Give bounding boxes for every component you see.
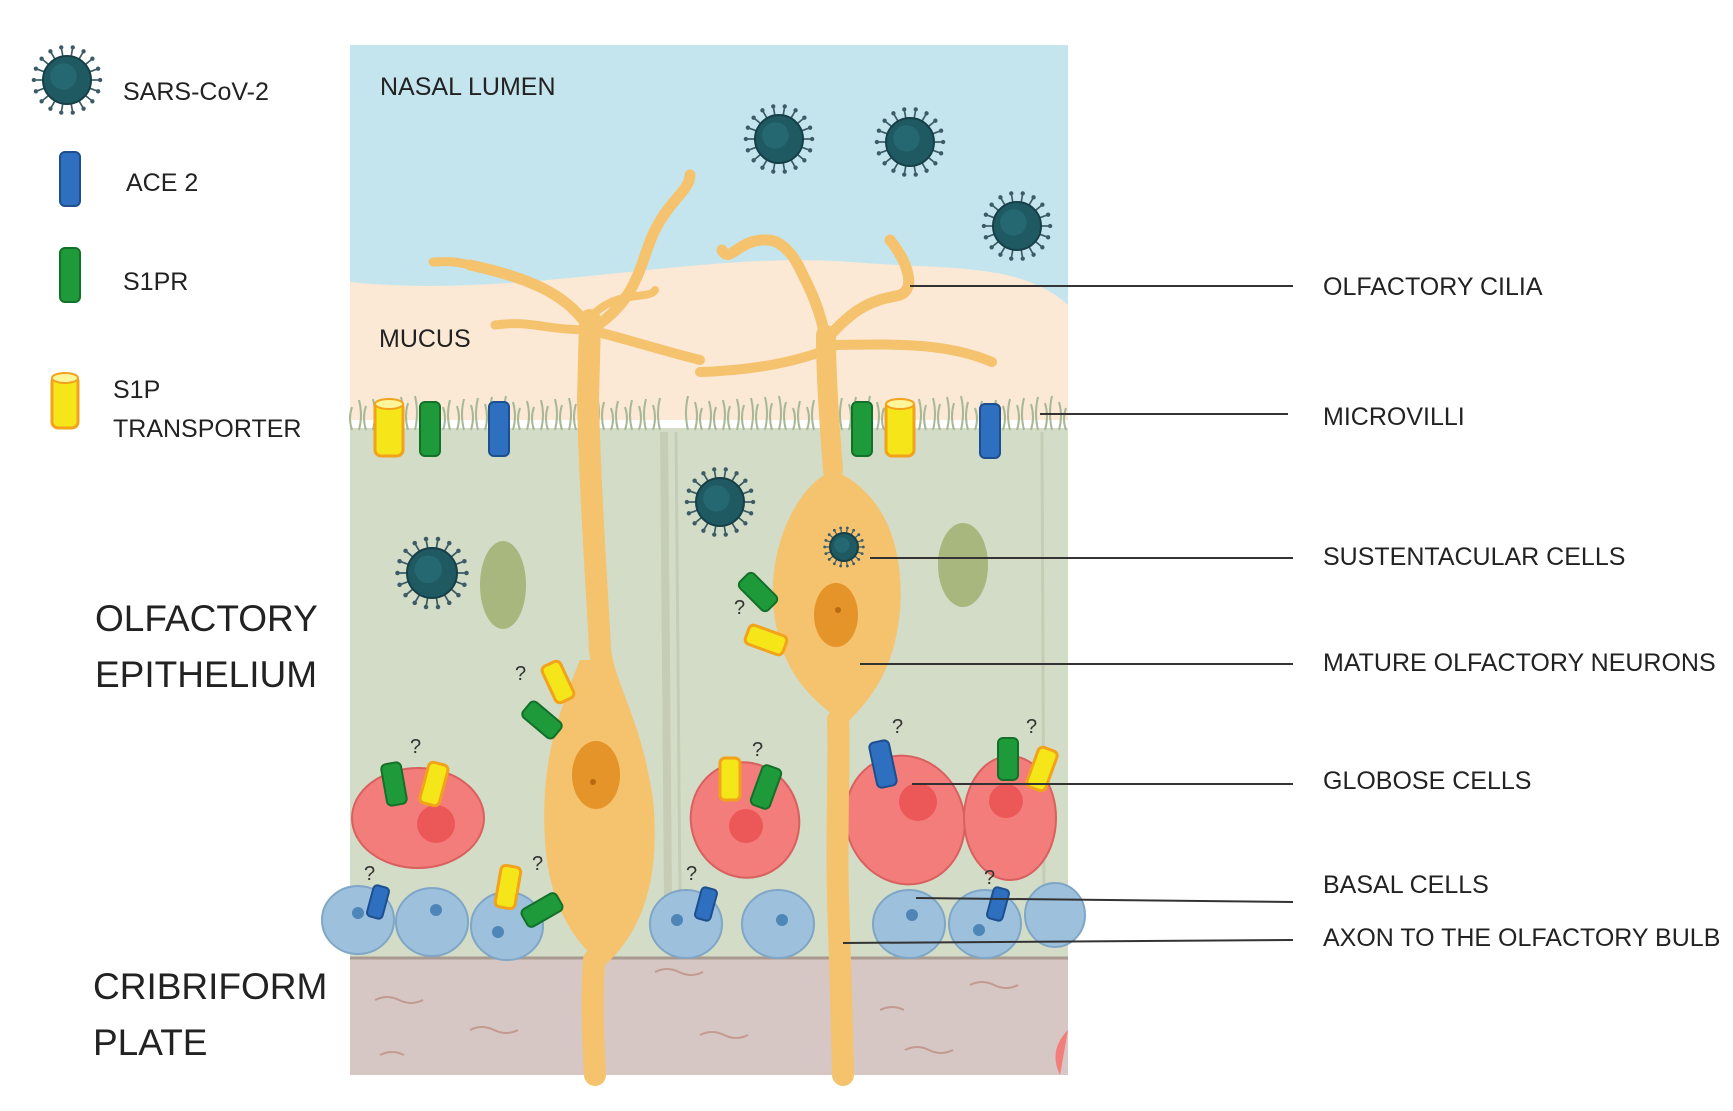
s1pr-icon <box>749 764 783 810</box>
question-mark: ? <box>892 716 903 738</box>
neuron-left-nucleus <box>572 741 620 809</box>
question-mark: ? <box>1026 716 1037 738</box>
s1p-transporter-icon <box>1025 745 1059 793</box>
s1pr-icon <box>997 737 1019 781</box>
legend-label-transporter: TRANSPORTER <box>113 415 301 443</box>
question-mark: ? <box>734 597 745 619</box>
neuron-left-soma <box>544 660 648 960</box>
ace2-icon <box>694 886 718 922</box>
s1pr-icon <box>521 700 563 740</box>
s1p-transporter-icon <box>50 372 80 430</box>
s1p-transporter-icon <box>540 659 576 705</box>
callout-line-basal <box>915 897 1294 903</box>
sars-cov-2-icon <box>684 467 756 537</box>
cribriform-plate-region <box>350 958 1068 1075</box>
basal-cell <box>872 889 946 959</box>
s1pr-icon <box>737 571 779 613</box>
sustentacular-nucleus-right <box>938 523 988 607</box>
plate-label-line2: PLATE <box>93 1022 207 1063</box>
s1p-transporter-icon <box>884 398 916 458</box>
ace2-icon <box>59 151 81 207</box>
legend: SARS-CoV-2 ACE 2 S1PR S1P TRANSPORTER <box>31 45 301 443</box>
plate-label-line1: CRIBRIFORM <box>93 966 327 1007</box>
legend-label-virus: SARS-CoV-2 <box>123 78 269 106</box>
neuron-right-nucleus <box>814 583 858 647</box>
callout-lines <box>842 285 1294 944</box>
s1pr-icon <box>59 247 81 303</box>
s1p-transporter-icon <box>718 756 742 802</box>
ace2-icon <box>868 739 898 789</box>
s1p-transporter-icon <box>493 863 523 911</box>
question-mark: ? <box>532 853 543 875</box>
callout-label-cilia: OLFACTORY CILIA <box>1323 273 1543 301</box>
legend-virus-icon <box>31 45 103 115</box>
callout-label-axon: AXON TO THE OLFACTORY BULB <box>1323 924 1720 952</box>
nasal-lumen-label: NASAL LUMEN <box>380 73 556 101</box>
sars-cov-2-icon <box>823 526 865 568</box>
ace2-icon <box>986 886 1010 922</box>
s1pr-icon <box>851 401 873 457</box>
callout-label-sustentacular: SUSTENTACULAR CELLS <box>1323 543 1625 571</box>
basal-cells <box>321 882 1086 961</box>
virus-particles <box>395 104 1053 610</box>
sars-cov-2-icon <box>981 191 1053 261</box>
s1p-transporter-icon <box>418 760 450 808</box>
question-mark: ? <box>364 863 375 885</box>
callout-label-basal: BASAL CELLS <box>1323 871 1489 899</box>
callout-label-globose: GLOBOSE CELLS <box>1323 767 1531 795</box>
question-mark: ? <box>515 663 526 685</box>
plate-texture <box>374 968 1019 1056</box>
s1pr-icon <box>520 892 564 928</box>
ace2-icon <box>979 403 1001 459</box>
question-mark: ? <box>752 739 763 761</box>
callout-labels: OLFACTORY CILIA MICROVILLI SUSTENTACULAR… <box>1323 273 1720 952</box>
unknown-markers: ? ? ? ? ? ? ? ? ? ? <box>364 597 1037 889</box>
basal-cell <box>1024 882 1086 948</box>
callout-line-axon <box>842 939 1294 944</box>
basal-cell <box>395 887 469 957</box>
epithelium-label-line1: OLFACTORY <box>95 598 318 639</box>
sars-cov-2-icon <box>874 107 946 177</box>
sars-cov-2-icon <box>31 45 103 115</box>
basal-cell <box>948 889 1022 959</box>
olfactory-neuron-right <box>695 234 997 1086</box>
epithelium-label-line2: EPITHELIUM <box>95 654 317 695</box>
question-mark: ? <box>410 736 421 758</box>
callout-label-microvilli: MICROVILLI <box>1323 403 1465 431</box>
s1pr-icon <box>419 401 441 457</box>
legend-label-s1pr: S1PR <box>123 268 188 296</box>
legend-label-s1p: S1P <box>113 376 160 404</box>
question-mark: ? <box>984 867 995 889</box>
sars-cov-2-icon <box>743 104 815 174</box>
tissue-receptors <box>366 571 1059 928</box>
callout-label-neurons: MATURE OLFACTORY NEURONS <box>1323 649 1716 677</box>
s1p-transporter-icon <box>373 398 405 458</box>
s1pr-icon <box>380 761 408 807</box>
tissue-panel: ? ? ? ? ? ? ? ? ? ? NASAL LUMEN MUCUS <box>321 45 1086 1086</box>
surface-receptors <box>373 398 1001 459</box>
mucus-label: MUCUS <box>379 325 471 353</box>
legend-label-ace2: ACE 2 <box>126 169 198 197</box>
sars-cov-2-icon <box>395 536 469 610</box>
ace2-icon <box>366 884 390 920</box>
question-mark: ? <box>686 863 697 885</box>
sustentacular-nucleus-left <box>480 541 526 629</box>
s1p-transporter-icon <box>743 623 789 657</box>
ace2-icon <box>488 401 510 457</box>
